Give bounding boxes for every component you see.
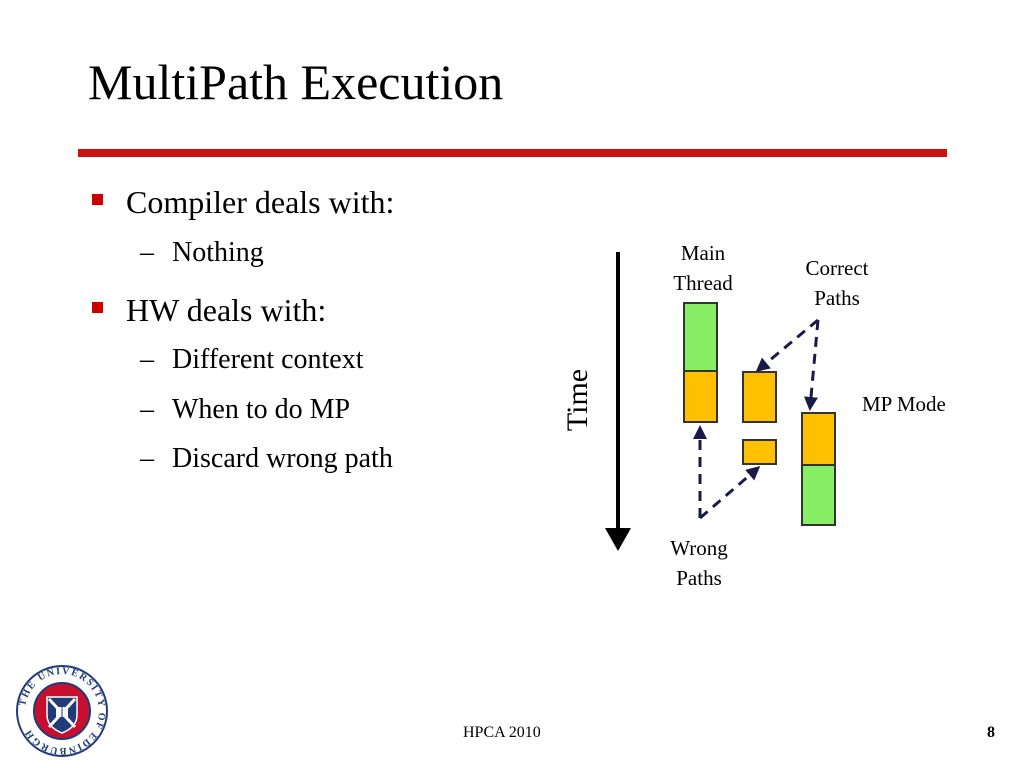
bullet-text: Compiler deals with: [126,184,395,220]
correct-path-block [742,371,777,423]
bullet-item: HW deals with: [92,290,327,330]
dash-marker: – [140,344,154,375]
label-line: Correct [805,256,869,280]
sub-bullet-item: –Different context [140,343,364,377]
wrong-paths-label: Wrong Paths [656,533,742,593]
label-line: Paths [676,566,722,590]
time-axis-label: Time [561,368,594,432]
main-thread-label: Main Thread [666,238,740,298]
wrong-path-arrow [699,466,761,520]
label-line: Paths [814,286,860,310]
title-underline [78,149,947,157]
dash-marker: – [140,443,154,474]
label-line: Thread [673,271,733,295]
mp-mode-green-block [801,464,836,526]
correct-paths-label: Correct Paths [792,253,882,313]
footer-text: HPCA 2010 [463,724,541,741]
dash-marker: – [140,394,154,425]
sub-bullet-item: –Discard wrong path [140,442,393,476]
page-number: 8 [987,724,995,741]
wrong-path-block [742,439,777,465]
sub-bullet-item: –When to do MP [140,393,350,427]
dash-marker: – [140,237,154,268]
sub-bullet-item: –Nothing [140,236,264,270]
sub-bullet-text: When to do MP [172,394,351,425]
bullet-text: HW deals with: [126,292,327,328]
sub-bullet-text: Different context [172,344,364,375]
bullet-square-icon [92,302,103,313]
label-line: Main [680,241,726,265]
university-logo: THE UNIVERSITY OF EDINBURGH [16,665,108,757]
mp-mode-label: MP Mode [862,392,946,416]
slide-title: MultiPath Execution [88,54,504,110]
sub-bullet-text: Discard wrong path [172,443,393,474]
time-arrow-head [605,528,631,551]
sub-bullet-text: Nothing [172,237,264,268]
bullet-square-icon [92,194,103,205]
mp-mode-orange-block [801,412,836,466]
label-line: Wrong [670,536,728,560]
bullet-item: Compiler deals with: [92,182,395,222]
main-thread-orange-block [683,370,718,423]
correct-path-arrow [804,319,820,411]
main-thread-green-block [683,302,718,372]
correct-path-arrow [755,318,819,372]
